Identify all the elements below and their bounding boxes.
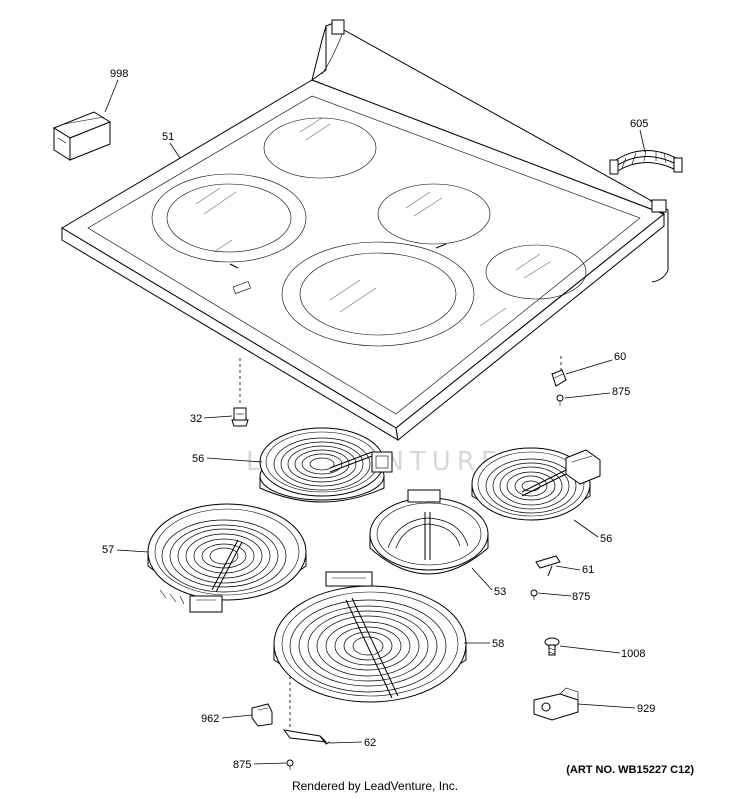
callout-875-a[interactable]: 875 xyxy=(612,386,630,398)
part-998-box[interactable] xyxy=(52,111,112,161)
part-875-screw-c[interactable] xyxy=(286,759,294,770)
part-58-surface-element-dual[interactable] xyxy=(273,571,467,703)
part-929-bracket[interactable] xyxy=(533,687,579,721)
part-51-glass-cooktop[interactable] xyxy=(61,19,669,441)
callout-56-a[interactable]: 56 xyxy=(192,453,204,465)
part-875-screw-b[interactable] xyxy=(530,589,538,600)
callout-58[interactable]: 58 xyxy=(492,638,504,650)
glass-reflections xyxy=(195,117,551,327)
art-number: (ART NO. WB15227 C12) xyxy=(566,764,694,776)
part-962-clip[interactable] xyxy=(251,703,273,727)
callout-32[interactable]: 32 xyxy=(190,413,202,425)
part-1008-screw[interactable] xyxy=(544,637,560,656)
part-32-sensor[interactable] xyxy=(231,358,249,427)
leader-lines xyxy=(104,79,646,765)
callouts: 998 51 605 60 875 32 56 56 57 53 61 875 … xyxy=(102,68,655,771)
callout-56-b[interactable]: 56 xyxy=(600,533,612,545)
part-57-surface-element-large[interactable] xyxy=(147,503,307,613)
part-56-surface-element-small[interactable] xyxy=(259,427,393,503)
callout-962[interactable]: 962 xyxy=(201,713,219,725)
callout-605[interactable]: 605 xyxy=(630,118,648,130)
callout-998[interactable]: 998 xyxy=(110,68,128,80)
callout-875-b[interactable]: 875 xyxy=(572,591,590,603)
callout-1008[interactable]: 1008 xyxy=(621,648,645,660)
callout-61[interactable]: 61 xyxy=(582,564,594,576)
part-875-screw-a[interactable] xyxy=(556,394,564,406)
part-61-clip[interactable] xyxy=(535,555,561,577)
part-62-bracket[interactable] xyxy=(282,676,331,745)
callout-53[interactable]: 53 xyxy=(494,586,506,598)
part-60-bracket[interactable] xyxy=(551,356,567,387)
part-605-wire-harness[interactable] xyxy=(609,149,683,175)
callout-62[interactable]: 62 xyxy=(364,737,376,749)
part-53-surface-element-center[interactable] xyxy=(369,489,489,575)
callout-875-c[interactable]: 875 xyxy=(233,759,251,771)
callout-51[interactable]: 51 xyxy=(162,131,174,143)
callout-929[interactable]: 929 xyxy=(637,703,655,715)
footer-credit: Rendered by LeadVenture, Inc. xyxy=(291,779,459,793)
callout-60[interactable]: 60 xyxy=(614,351,626,363)
part-56-surface-element-right[interactable] xyxy=(471,447,601,521)
callout-57[interactable]: 57 xyxy=(102,544,114,556)
